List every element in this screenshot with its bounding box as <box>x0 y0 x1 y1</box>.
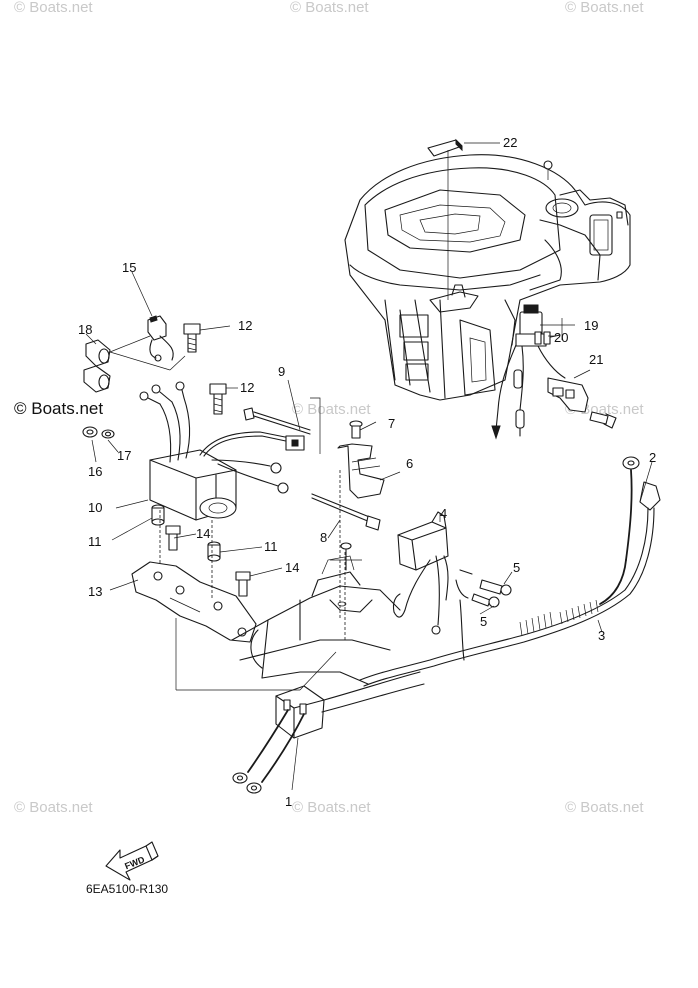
watermark-bottom-right: © Boats.net <box>565 799 644 816</box>
watermark-bottom-center: © Boats.net <box>292 799 371 816</box>
callout-11a: 11 <box>88 534 102 549</box>
part-5-bolts <box>455 569 512 608</box>
callout-17: 17 <box>117 448 131 463</box>
callout-9: 9 <box>278 364 285 379</box>
part-6-bracket <box>337 443 385 499</box>
part-15-sensor <box>147 315 174 362</box>
group-lines <box>109 318 563 691</box>
part-8-cable-tie <box>311 493 381 531</box>
callout-5a: 5 <box>513 560 520 575</box>
watermarks: © Boats.net © Boats.net © Boats.net © Bo… <box>14 0 644 816</box>
part-16-17-washers <box>82 426 115 439</box>
lower-cowling <box>159 470 401 685</box>
callout-6: 6 <box>406 456 413 471</box>
drawing-code: 6EA5100-R130 <box>86 882 168 896</box>
callout-1: 1 <box>285 794 292 809</box>
callout-11b: 11 <box>264 539 278 554</box>
callout-7: 7 <box>388 416 395 431</box>
callout-22: 22 <box>503 135 517 150</box>
part-18-grommets <box>83 339 111 393</box>
part-10-cdi-unit <box>139 381 305 521</box>
fwd-arrow-icon: FWD <box>105 841 159 881</box>
leader-lines <box>85 142 653 791</box>
callout-18: 18 <box>78 322 92 337</box>
engine-assembly <box>344 154 631 401</box>
watermark-mid-left: © Boats.net <box>14 399 103 418</box>
callout-16: 16 <box>88 464 102 479</box>
watermark-bottom-left: © Boats.net <box>14 799 93 816</box>
part-21-bracket <box>547 377 617 429</box>
watermark-top-center: © Boats.net <box>290 0 369 16</box>
callout-21: 21 <box>589 352 603 367</box>
callout-14a: 14 <box>196 526 210 541</box>
part-12-bolts <box>183 323 227 415</box>
part-2-3-battery-cable <box>359 456 661 687</box>
watermark-top-left: © Boats.net <box>14 0 93 16</box>
callout-20: 20 <box>554 330 568 345</box>
callout-12b: 12 <box>240 380 254 395</box>
part-22-clip <box>427 138 463 300</box>
callout-14b: 14 <box>285 560 299 575</box>
part-11-collars <box>151 504 221 562</box>
part-4-rectifier <box>392 511 449 635</box>
callout-10: 10 <box>88 500 102 515</box>
part-19-20-relay <box>491 304 566 440</box>
callout-13: 13 <box>88 584 102 599</box>
part-1-battery-cables <box>232 671 425 794</box>
part-9-cable-tie <box>243 407 311 435</box>
callout-4: 4 <box>440 506 447 521</box>
callout-3: 3 <box>598 628 605 643</box>
callout-5b: 5 <box>480 614 487 629</box>
callout-2: 2 <box>649 450 656 465</box>
callouts: 1 2 3 4 5 5 6 7 8 9 10 11 11 12 12 13 14… <box>78 135 656 809</box>
callout-12a: 12 <box>238 318 252 333</box>
callout-15: 15 <box>122 260 136 275</box>
watermark-top-right: © Boats.net <box>565 0 644 16</box>
part-14-bolts <box>165 525 251 597</box>
watermark-mid-center: © Boats.net <box>292 401 371 418</box>
callout-19: 19 <box>584 318 598 333</box>
part-7-bolt <box>349 420 363 439</box>
callout-8: 8 <box>320 530 327 545</box>
part-13-plate <box>131 561 257 643</box>
